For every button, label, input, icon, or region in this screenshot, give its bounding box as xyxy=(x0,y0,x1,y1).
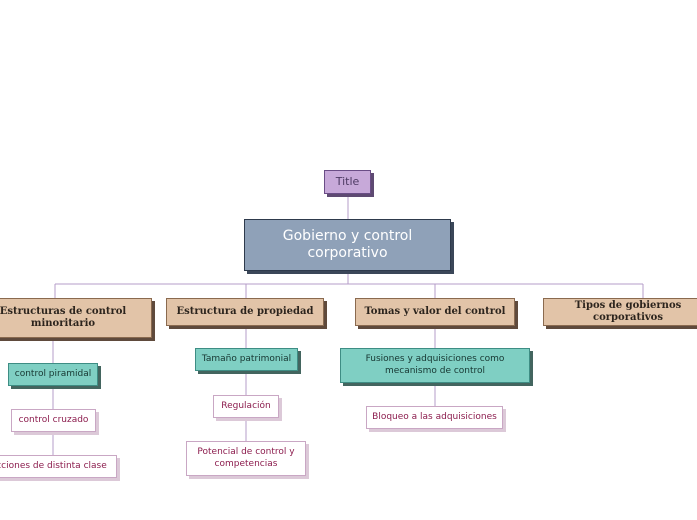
category-node-tipos-gobiernos[interactable]: Tipos de gobiernos corporativos xyxy=(543,298,697,326)
subtopic-node-tamano-patrimonial[interactable]: Tamaño patrimonial xyxy=(195,348,298,371)
category-node-estructura-propiedad[interactable]: Estructura de propiedad xyxy=(166,298,324,326)
subtopic-node-control-piramidal[interactable]: control piramidal xyxy=(8,363,98,386)
category-node-tomas-valor-control[interactable]: Tomas y valor del control xyxy=(355,298,515,326)
category-node-estructuras-control-minoritario[interactable]: Estructuras de control minoritario xyxy=(0,298,152,338)
title-node[interactable]: Title xyxy=(324,170,371,194)
subtopic-node-control-cruzado[interactable]: control cruzado xyxy=(11,409,96,432)
subtopic-node-potencial-control[interactable]: Potencial de control y competencias xyxy=(186,441,306,476)
subtopic-node-regulacion[interactable]: Regulación xyxy=(213,395,279,418)
subtopic-node-acciones-distinta-clase[interactable]: Acciones de distinta clase xyxy=(0,455,117,478)
subtopic-node-fusiones-adquisiciones[interactable]: Fusiones y adquisiciones como mecanismo … xyxy=(340,348,530,383)
central-topic-node[interactable]: Gobierno y control corporativo xyxy=(244,219,451,271)
subtopic-node-bloqueo-adquisiciones[interactable]: Bloqueo a las adquisiciones xyxy=(366,406,503,429)
